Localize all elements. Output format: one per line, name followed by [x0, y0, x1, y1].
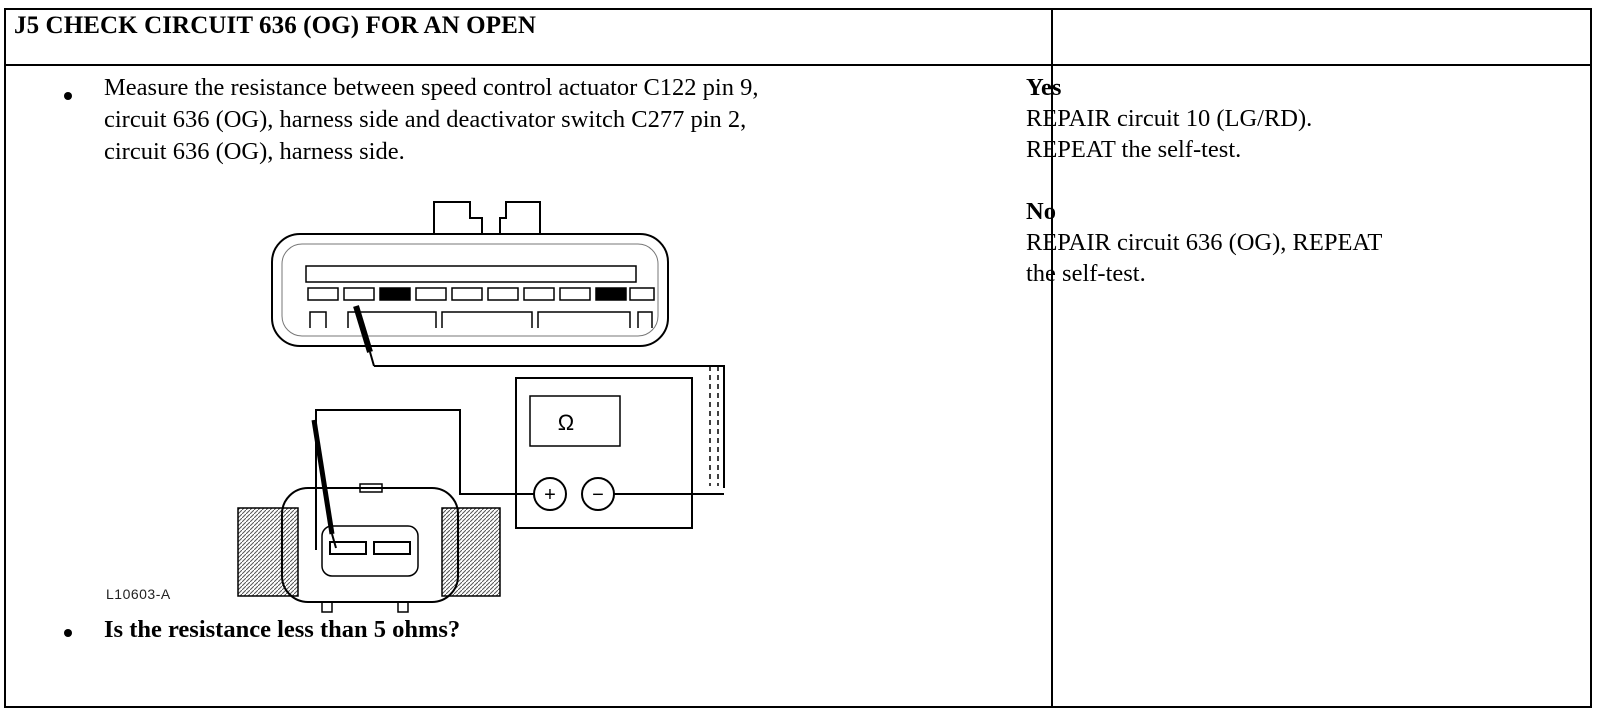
- instruction-line: Measure the resistance between speed con…: [104, 74, 759, 101]
- header-divider: [6, 64, 1590, 66]
- bullet-icon: [64, 92, 72, 100]
- bullet-icon: [64, 629, 72, 637]
- question-text: Is the resistance less than 5 ohms?: [104, 616, 461, 643]
- connector-tab: [499, 201, 541, 234]
- instruction-line: circuit 636 (OG), harness side and deact…: [104, 106, 747, 133]
- multimeter: [515, 377, 693, 529]
- results-column: Yes REPAIR circuit 10 (LG/RD). REPEAT th…: [1026, 72, 1586, 289]
- step-title: J5 CHECK CIRCUIT 636 (OG) FOR AN OPEN: [14, 12, 537, 39]
- minus-icon: −: [592, 484, 604, 506]
- connector-tab: [433, 201, 483, 234]
- figure-label: L10603-A: [106, 586, 171, 602]
- no-line: REPAIR circuit 636 (OG), REPEAT: [1026, 229, 1383, 256]
- yes-line: REPEAT the self-test.: [1026, 136, 1242, 163]
- no-line: the self-test.: [1026, 260, 1146, 287]
- connector-diagram: Ω + −: [237, 201, 725, 613]
- yes-line: REPAIR circuit 10 (LG/RD).: [1026, 105, 1313, 132]
- plus-icon: +: [544, 484, 556, 506]
- yes-heading: Yes: [1026, 74, 1062, 101]
- instruction-line: circuit 636 (OG), harness side.: [104, 138, 405, 165]
- instruction-text: Measure the resistance between speed con…: [104, 72, 1024, 168]
- no-heading: No: [1026, 198, 1056, 225]
- actuator-connector-c122: [271, 233, 669, 347]
- deactivator-switch-c277: [281, 487, 459, 603]
- ohm-icon: Ω: [558, 410, 574, 435]
- column-divider: [1051, 10, 1053, 706]
- procedure-table: [4, 8, 1592, 708]
